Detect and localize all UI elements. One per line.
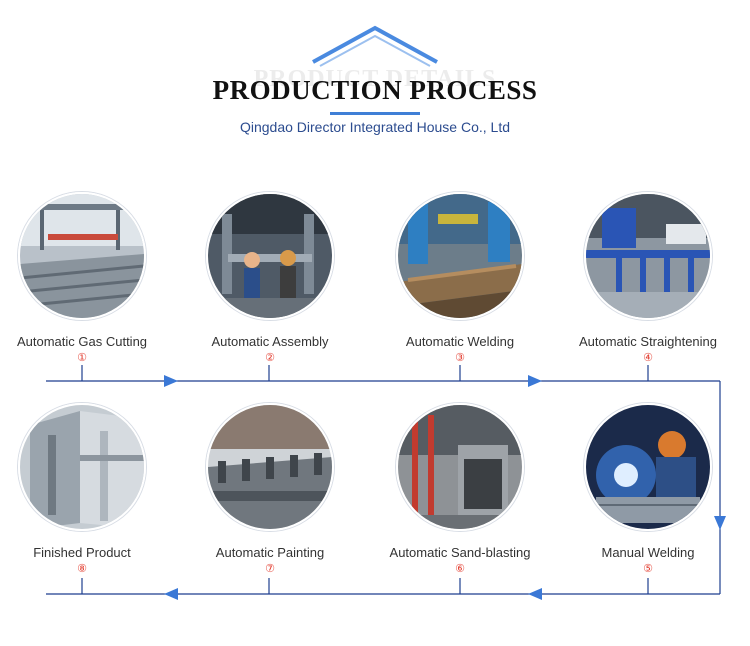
step-automatic-gas-cutting: Automatic Gas Cutting ① [0,192,167,364]
ghost-title: PRODUCT DETAILS [253,66,497,92]
welding-photo [396,192,524,320]
step-label: Automatic Straightening [578,334,718,349]
step-label: Manual Welding [601,545,695,560]
assembly-photo [206,192,334,320]
step-number: ① [77,352,87,364]
step-automatic-welding: Automatic Welding ③ [375,192,545,364]
step-label: Automatic Welding [405,334,515,349]
step-label: Automatic Painting [215,545,325,560]
roof-icon [312,25,438,67]
step-number: ② [265,352,275,364]
step-number: ④ [643,352,653,364]
arrow-right-icon [528,375,542,387]
step-number: ⑤ [643,563,653,575]
page-title: PRODUCTION PROCESS [212,75,538,105]
step-number: ③ [455,352,465,364]
header: PRODUCT DETAILS PRODUCTION PROCESS Qingd… [0,0,750,150]
gas-cutting-photo [18,192,146,320]
straightening-photo [584,192,712,320]
arrow-down-icon [714,516,726,530]
step-automatic-painting: Automatic Painting ⑦ [185,403,355,575]
step-number: ⑦ [265,563,275,575]
step-label: Automatic Assembly [211,334,329,349]
painting-photo [206,403,334,531]
company-subtitle: Qingdao Director Integrated House Co., L… [239,119,511,135]
step-automatic-assembly: Automatic Assembly ② [185,192,355,364]
manual-welding-photo [584,403,712,531]
finished-product-photo [18,403,146,531]
step-label: Finished Product [33,545,131,560]
arrow-right-icon [164,375,178,387]
step-number: ⑧ [77,563,87,575]
step-number: ⑥ [455,563,465,575]
step-label: Automatic Gas Cutting [16,334,148,349]
step-label: Automatic Sand-blasting [389,545,531,560]
step-manual-welding: Manual Welding ⑤ [563,403,733,575]
arrow-left-icon [528,588,542,600]
step-automatic-sand-blasting: Automatic Sand-blasting ⑥ [375,403,545,575]
sand-blasting-photo [396,403,524,531]
step-finished-product: Finished Product ⑧ [0,403,167,575]
arrow-left-icon [164,588,178,600]
title-underline [330,112,420,115]
step-automatic-straightening: Automatic Straightening ④ [563,192,733,364]
